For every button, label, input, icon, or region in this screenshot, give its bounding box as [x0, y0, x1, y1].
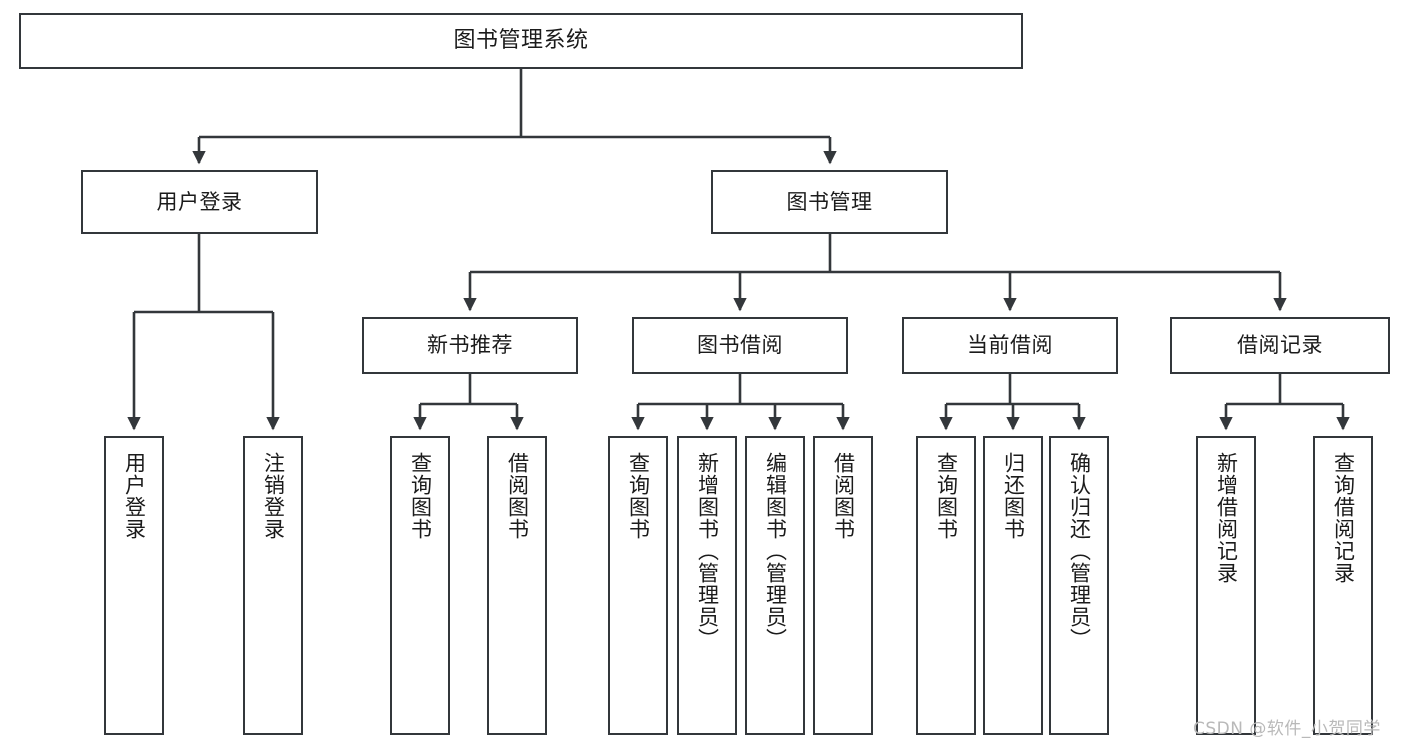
node-root-label: 图书管理系统	[453, 28, 589, 54]
leaf-add-book-admin[interactable]: 新增图书（管理员）	[677, 436, 737, 735]
node-new-book-recommend[interactable]: 新书推荐	[362, 317, 578, 374]
leaf-query-book-borrow[interactable]: 查询图书	[608, 436, 668, 735]
leaf-borrow-book-new[interactable]: 借阅图书	[487, 436, 547, 735]
node-user-login-label: 用户登录	[156, 189, 243, 214]
node-borrow-records-label: 借阅记录	[1237, 333, 1323, 358]
node-current-borrow[interactable]: 当前借阅	[902, 317, 1118, 374]
leaf-query-book-new-label: 查询图书	[408, 452, 433, 540]
leaf-user-login[interactable]: 用户登录	[104, 436, 164, 735]
leaf-query-book-current-label: 查询图书	[934, 452, 959, 540]
leaf-return-book[interactable]: 归还图书	[983, 436, 1043, 735]
leaf-query-book-borrow-label: 查询图书	[626, 452, 651, 540]
leaf-borrow-book-label: 借阅图书	[831, 452, 856, 540]
node-user-login[interactable]: 用户登录	[81, 170, 318, 234]
leaf-add-borrow-record-label: 新增借阅记录	[1214, 452, 1239, 584]
node-root[interactable]: 图书管理系统	[19, 13, 1023, 69]
watermark: CSDN @软件_小贺同学	[1193, 719, 1381, 739]
node-book-management-label: 图书管理	[786, 189, 873, 214]
node-current-borrow-label: 当前借阅	[967, 333, 1053, 358]
leaf-query-borrow-record-label: 查询借阅记录	[1331, 452, 1356, 584]
node-book-management[interactable]: 图书管理	[711, 170, 948, 234]
node-book-borrow[interactable]: 图书借阅	[632, 317, 848, 374]
leaf-return-book-label: 归还图书	[1001, 452, 1026, 540]
leaf-user-login-label: 用户登录	[122, 452, 147, 540]
leaf-logout-login[interactable]: 注销登录	[243, 436, 303, 735]
leaf-edit-book-admin-label: 编辑图书（管理员）	[763, 452, 788, 650]
leaf-logout-login-label: 注销登录	[261, 452, 286, 540]
leaf-add-book-admin-label: 新增图书（管理员）	[695, 452, 720, 650]
leaf-query-book-new[interactable]: 查询图书	[390, 436, 450, 735]
leaf-borrow-book-new-label: 借阅图书	[505, 452, 530, 540]
node-new-book-recommend-label: 新书推荐	[427, 333, 513, 358]
node-borrow-records[interactable]: 借阅记录	[1170, 317, 1390, 374]
leaf-confirm-return-admin-label: 确认归还（管理员）	[1067, 452, 1092, 650]
leaf-query-borrow-record[interactable]: 查询借阅记录	[1313, 436, 1373, 735]
leaf-query-book-current[interactable]: 查询图书	[916, 436, 976, 735]
leaf-borrow-book[interactable]: 借阅图书	[813, 436, 873, 735]
leaf-add-borrow-record[interactable]: 新增借阅记录	[1196, 436, 1256, 735]
leaf-confirm-return-admin[interactable]: 确认归还（管理员）	[1049, 436, 1109, 735]
leaf-edit-book-admin[interactable]: 编辑图书（管理员）	[745, 436, 805, 735]
node-book-borrow-label: 图书借阅	[697, 333, 783, 358]
